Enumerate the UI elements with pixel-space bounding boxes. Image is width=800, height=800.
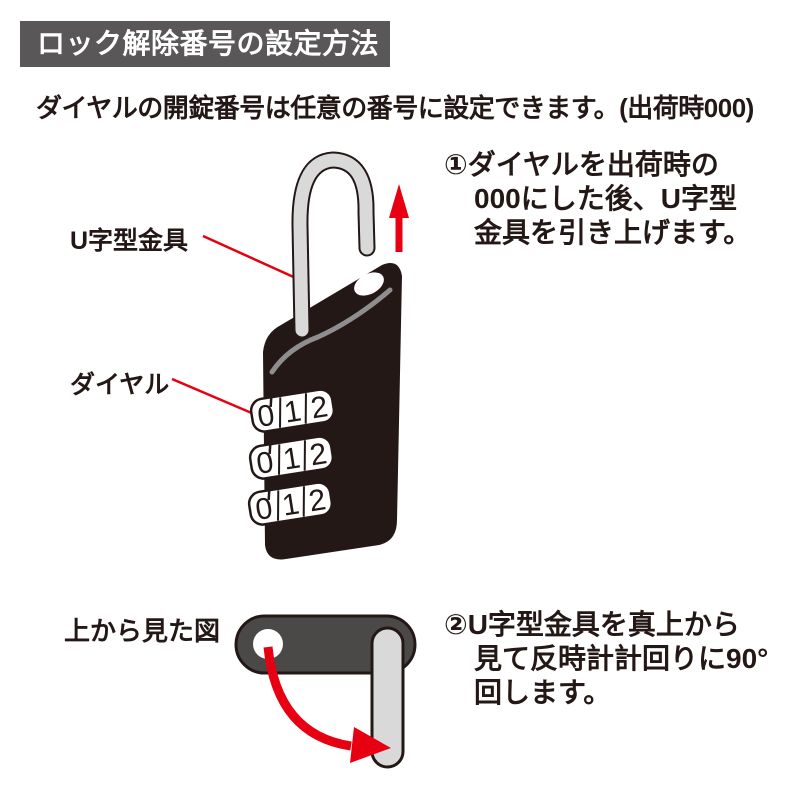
step1-line3: 金具を引き上げます。 [474,217,752,248]
dial-separator [304,393,307,424]
dial-separator [302,486,305,517]
step2-line3: 回します。 [474,677,612,708]
up-arrow-head [389,184,409,218]
title-text: ロック解除番号の設定方法 [37,28,380,59]
topview-label: 上から見た図 [64,616,221,646]
step2-text: ②U字型金具を真上から 見て反時計計回りに90° 回します。 [444,608,784,710]
dial-wheel-2: 0 1 2 [248,435,335,481]
dial-digit: 1 [281,441,303,476]
dial-notch [268,444,272,455]
dial-digit: 2 [308,437,330,472]
dial-notch [269,397,273,408]
padlock-diagram: 0 1 2 0 1 2 0 1 2 [171,151,409,560]
dial-digit: 0 [254,446,276,481]
title-banner: ロック解除番号の設定方法 [20,21,390,67]
dial-separator [279,397,282,428]
step1-line2: 000にした後、U字型 [474,183,737,214]
shackle [293,153,374,337]
dial-digit: 0 [255,399,277,434]
dial-digit: 2 [309,390,331,425]
dial-digit: 2 [307,483,329,518]
dial-wheel-1: 0 1 2 [249,388,336,434]
topview-shackle-hole [253,629,283,659]
topview-lock-body [234,614,417,675]
rotate-arrow-head [350,727,391,763]
dial-separator [278,444,281,475]
leader-line-dial [171,377,262,419]
dial-digit: 1 [282,394,304,429]
topview-shackle-end [370,626,405,769]
dial-label: ダイヤル [70,371,170,399]
step2-line2: 見て反時計計回りに90° [474,643,769,674]
dial-separator [277,490,280,521]
shackle-label: U字型金具 [70,227,189,255]
up-arrow-shaft [395,216,403,252]
step1-text: ①ダイヤルを出荷時の 000にした後、U字型 金具を引き上げます。 [444,148,784,250]
step1-line1: ①ダイヤルを出荷時の [444,149,719,180]
dial-notch [267,490,271,501]
shackle-hole [354,272,384,296]
leader-line-shackle [202,234,299,281]
dial-separator [303,440,306,471]
body-highlight [269,287,393,375]
topview-diagram [234,614,417,769]
intro-text: ダイヤルの開錠番号は任意の番号に設定できます。(出荷時000) [36,93,754,123]
dial-wheel-3: 0 1 2 [247,481,334,527]
step2-line1: ②U字型金具を真上から [444,609,740,640]
dial-digit: 1 [280,487,302,522]
dial-digit: 0 [253,492,275,527]
rotate-arrow-arc [263,646,352,751]
